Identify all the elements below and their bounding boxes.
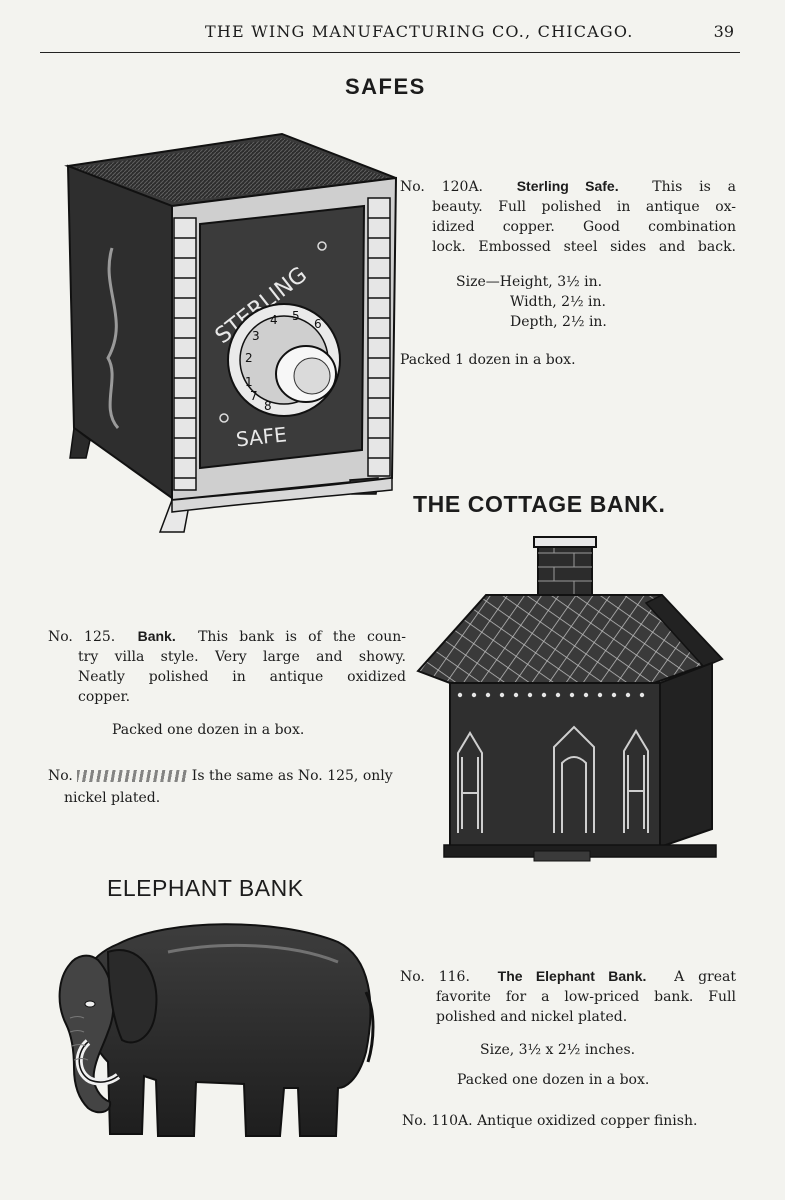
safes-section-title: SAFES xyxy=(345,74,426,99)
elephant-description: No. 116. The Elephant Bank. A great favo… xyxy=(400,966,736,1027)
smudge-mark xyxy=(77,770,188,782)
description-line: Is the same as No. 125, only xyxy=(191,768,393,784)
cottage-packed: Packed one dozen in a box. xyxy=(112,722,305,738)
sterling-safe-illustration: STERLING 1 2 3 4 5 6 8 7 SAFE xyxy=(64,132,398,533)
item-name: Sterling Safe. xyxy=(516,178,619,194)
description-line: try villa style. Very large and showy. xyxy=(78,649,406,665)
alt-item-number: No. xyxy=(48,768,73,784)
safe-size-depth: Depth, 2½ in. xyxy=(510,314,607,330)
dial-number: 5 xyxy=(292,309,300,323)
elephant-size: Size, 3½ x 2½ inches. xyxy=(480,1042,636,1058)
safe-word-text: SAFE xyxy=(235,422,288,451)
page-header: THE WING MANUFACTURING CO., CHICAGO. 39 xyxy=(40,18,740,53)
dial-number: 4 xyxy=(270,313,278,327)
cottage-alt-line: No. Is the same as No. 125, only xyxy=(48,766,406,786)
item-name: The Elephant Bank. xyxy=(497,968,647,984)
description-line: copper. xyxy=(78,689,131,705)
cottage-bank-illustration xyxy=(416,536,724,862)
safe-size-width: Width, 2½ in. xyxy=(510,294,606,310)
description-line: Neatly polished in antique oxidized xyxy=(78,669,406,685)
description-line: lock. Embossed steel sides and back. xyxy=(432,239,736,255)
header-title: THE WING MANUFACTURING CO., CHICAGO. xyxy=(205,22,634,41)
description-line: idized copper. Good combination xyxy=(432,219,736,235)
elephant-section-title: ELEPHANT BANK xyxy=(107,875,304,901)
cottage-alt-line-2: nickel plated. xyxy=(64,790,161,806)
dial-number: 1 xyxy=(245,375,253,389)
description-line: This bank is of the coun- xyxy=(198,629,407,645)
item-name: Bank. xyxy=(137,628,176,644)
description-line: A great xyxy=(674,969,736,985)
item-number: No. 125. xyxy=(48,629,116,645)
cottage-description: No. 125. Bank. This bank is of the coun-… xyxy=(48,626,406,707)
dial-number: 6 xyxy=(314,317,322,331)
elephant-alt: No. 110A. Antique oxidized copper finish… xyxy=(402,1113,698,1129)
description-line: beauty. Full polished in antique ox- xyxy=(432,199,736,215)
dial-number: 7 xyxy=(250,389,258,403)
page-number: 39 xyxy=(713,22,734,41)
elephant-bank-illustration xyxy=(58,923,375,1137)
cottage-section-title: THE COTTAGE BANK. xyxy=(413,491,666,517)
safe-description: No. 120A. Sterling Safe. This is a beaut… xyxy=(400,176,736,257)
elephant-packed: Packed one dozen in a box. xyxy=(457,1072,650,1088)
safe-packed: Packed 1 dozen in a box. xyxy=(400,352,576,368)
description-line: This is a xyxy=(652,179,737,195)
dial-number: 2 xyxy=(245,351,253,365)
safe-size-height: Size—Height, 3½ in. xyxy=(456,274,603,290)
description-line: favorite for a low-priced bank. Full xyxy=(436,989,736,1005)
dial-number: 3 xyxy=(252,329,260,343)
item-number: No. 116. xyxy=(400,969,470,985)
description-line: polished and nickel plated. xyxy=(436,1009,628,1025)
dial-number: 8 xyxy=(264,399,272,413)
item-number: No. 120A. xyxy=(400,179,484,195)
